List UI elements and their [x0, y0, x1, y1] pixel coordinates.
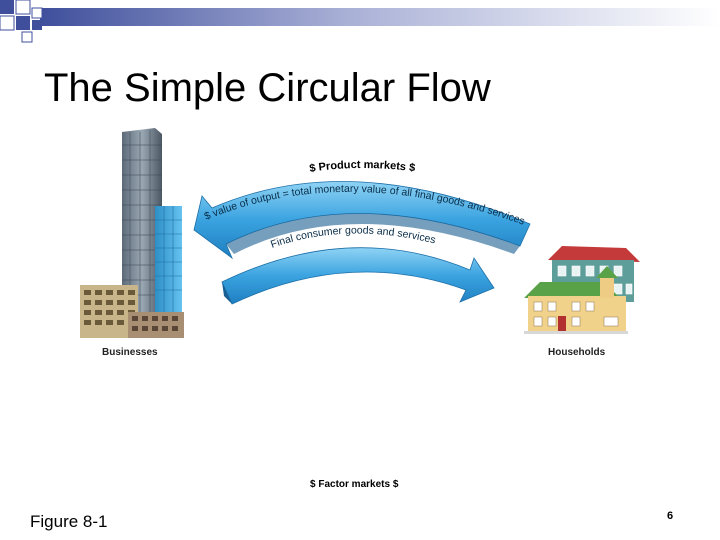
households-label: Households — [548, 347, 606, 358]
businesses-label: Businesses — [102, 347, 158, 358]
slide-title: The Simple Circular Flow — [44, 66, 491, 110]
figure-label: Figure 8-1 — [30, 512, 108, 531]
households-houses-icon — [524, 246, 640, 334]
header-decoration — [0, 0, 720, 43]
lower-flow-arrow — [221, 247, 495, 305]
product-markets-label: $ Product markets $ — [309, 159, 416, 175]
circular-flow-diagram: $ Product markets $ $ value of output = … — [80, 128, 640, 490]
businesses-buildings-icon — [80, 128, 184, 338]
factor-markets-label: $ Factor markets $ — [310, 479, 399, 490]
page-number: 6 — [667, 510, 674, 522]
upper-flow-arrow — [193, 181, 531, 260]
